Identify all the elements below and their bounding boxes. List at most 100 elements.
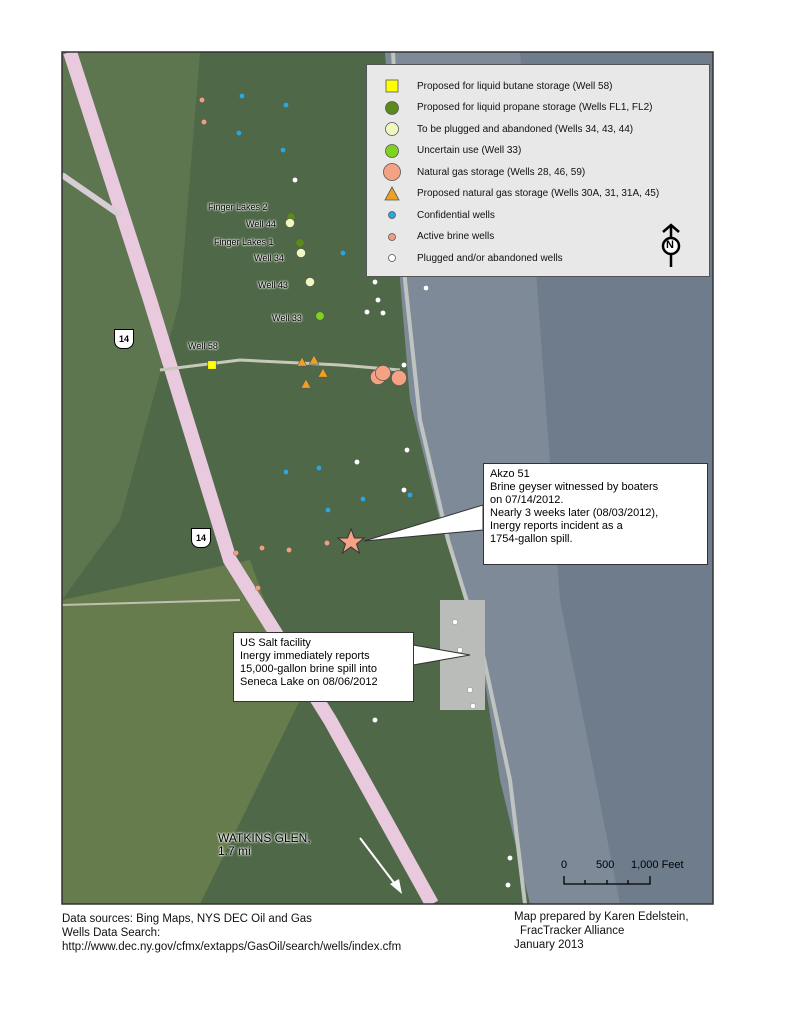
legend-label: Uncertain use (Well 33): [417, 145, 522, 156]
label-well-43: Well 43: [258, 280, 288, 290]
local-road: [159, 358, 401, 372]
label-well-44: Well 44: [246, 219, 276, 229]
sources-line: Data sources: Bing Maps, NYS DEC Oil and…: [62, 913, 312, 925]
callout-line: Inergy reports incident as a: [490, 520, 623, 532]
butane-storage-marker[interactable]: [207, 360, 217, 370]
active-brine-well-marker[interactable]: [324, 540, 330, 546]
legend-item: Active brine wells: [367, 226, 494, 248]
proposed-gas-storage-marker[interactable]: [300, 378, 312, 389]
callout-line: Seneca Lake on 08/06/2012: [240, 676, 378, 688]
circle-symbol-icon: [367, 119, 417, 139]
plugged-well-marker[interactable]: [372, 279, 378, 285]
plugged-well-marker[interactable]: [292, 177, 298, 183]
plugged-well-marker[interactable]: [354, 459, 360, 465]
plugged-well-marker[interactable]: [457, 647, 463, 653]
route-14-shield: 14: [114, 329, 134, 349]
field-area: [62, 52, 200, 600]
active-brine-well-marker[interactable]: [233, 550, 239, 556]
plugged-well-marker[interactable]: [452, 619, 458, 625]
plugged-well-marker[interactable]: [372, 717, 378, 723]
proposed-gas-storage-marker[interactable]: [308, 354, 320, 365]
active-brine-well-marker[interactable]: [199, 97, 205, 103]
akzo-51-star-marker[interactable]: [336, 527, 366, 555]
active-brine-well-marker[interactable]: [286, 547, 292, 553]
shield-number: 14: [195, 533, 206, 543]
active-brine-well-marker[interactable]: [255, 585, 261, 591]
legend-label: Proposed for liquid propane storage (Wel…: [417, 102, 653, 113]
natural-gas-storage-marker[interactable]: [390, 369, 408, 387]
legend-item: Confidential wells: [367, 204, 495, 226]
confidential-well-marker[interactable]: [360, 496, 366, 502]
plugged-well-marker[interactable]: [467, 687, 473, 693]
plugged-well-marker[interactable]: [404, 447, 410, 453]
legend-item: Proposed for liquid propane storage (Wel…: [367, 97, 653, 119]
label-well-34: Well 34: [254, 253, 284, 263]
watkins-glen-label: WATKINS GLEN, 1.7 mi: [218, 832, 311, 858]
map-credit: Map prepared by Karen Edelstein, FracTra…: [514, 910, 689, 952]
sources-line: Wells Data Search:: [62, 927, 161, 939]
active-brine-well-marker[interactable]: [201, 119, 207, 125]
legend-item: Natural gas storage (Wells 28, 46, 59): [367, 161, 585, 183]
proposed-gas-storage-marker[interactable]: [317, 367, 329, 378]
natural-gas-storage-marker[interactable]: [374, 364, 392, 382]
plugged-well-marker[interactable]: [380, 310, 386, 316]
dot-symbol-icon: [367, 227, 417, 247]
scale-tick-1000: 1,000 Feet: [631, 859, 684, 871]
watkins-line1: WATKINS GLEN,: [218, 831, 311, 845]
dot-symbol-icon: [367, 205, 417, 225]
plugged-well-marker[interactable]: [505, 882, 511, 888]
legend-item: Plugged and/or abandoned wells: [367, 247, 563, 269]
confidential-well-marker[interactable]: [239, 93, 245, 99]
confidential-well-marker[interactable]: [407, 492, 413, 498]
label-well-33: Well 33: [272, 313, 302, 323]
plug-abandon-marker[interactable]: [296, 248, 306, 258]
plugged-well-marker[interactable]: [401, 362, 407, 368]
callout-line: 1754-gallon spill.: [490, 533, 573, 545]
plugged-well-marker[interactable]: [470, 703, 476, 709]
legend-label: Active brine wells: [417, 231, 495, 242]
propane-storage-marker[interactable]: [295, 238, 305, 248]
plug-abandon-marker[interactable]: [305, 277, 315, 287]
shield-number: 14: [118, 334, 129, 344]
triangle-symbol-icon: [367, 184, 417, 204]
legend-item: Proposed for liquid butane storage (Well…: [367, 75, 612, 97]
callout-line: 15,000-gallon brine spill into: [240, 663, 377, 675]
legend-label: Natural gas storage (Wells 28, 46, 59): [417, 166, 586, 178]
callout-line: Inergy immediately reports: [240, 650, 370, 662]
label-finger-lakes-2: Finger Lakes 2: [208, 202, 268, 212]
confidential-well-marker[interactable]: [283, 469, 289, 475]
confidential-well-marker[interactable]: [340, 250, 346, 256]
scale-tick-500: 500: [596, 859, 615, 871]
legend-label: To be plugged and abandoned (Wells 34, 4…: [417, 123, 634, 135]
proposed-gas-storage-marker[interactable]: [296, 356, 308, 367]
plug-abandon-marker[interactable]: [285, 218, 295, 228]
plugged-well-marker[interactable]: [507, 855, 513, 861]
confidential-well-marker[interactable]: [280, 147, 286, 153]
data-sources: Data sources: Bing Maps, NYS DEC Oil and…: [62, 912, 401, 954]
local-road: [62, 599, 241, 606]
dot-symbol-icon: [367, 248, 417, 268]
map-frame: [61, 51, 714, 905]
confidential-well-marker[interactable]: [283, 102, 289, 108]
label-finger-lakes-1: Finger Lakes 1: [214, 237, 274, 247]
shore-road: [391, 52, 527, 904]
callout-line: US Salt facility: [240, 637, 311, 649]
plugged-well-marker[interactable]: [401, 487, 407, 493]
confidential-well-marker[interactable]: [316, 465, 322, 471]
legend-item: Proposed natural gas storage (Wells 30A,…: [367, 183, 659, 205]
label-well-58: Well 58: [188, 341, 218, 351]
legend-label: Plugged and/or abandoned wells: [417, 252, 563, 264]
plugged-well-marker[interactable]: [423, 285, 429, 291]
arrow-head-icon: [390, 879, 402, 894]
confidential-well-marker[interactable]: [236, 130, 242, 136]
plugged-well-marker[interactable]: [375, 297, 381, 303]
plugged-well-marker[interactable]: [364, 309, 370, 315]
active-brine-well-marker[interactable]: [259, 545, 265, 551]
circle-symbol-icon: [367, 98, 417, 118]
confidential-well-marker[interactable]: [325, 507, 331, 513]
legend-label: Proposed for liquid butane storage (Well…: [417, 80, 613, 92]
square-symbol-icon: [367, 76, 417, 96]
uncertain-use-marker[interactable]: [315, 311, 325, 321]
